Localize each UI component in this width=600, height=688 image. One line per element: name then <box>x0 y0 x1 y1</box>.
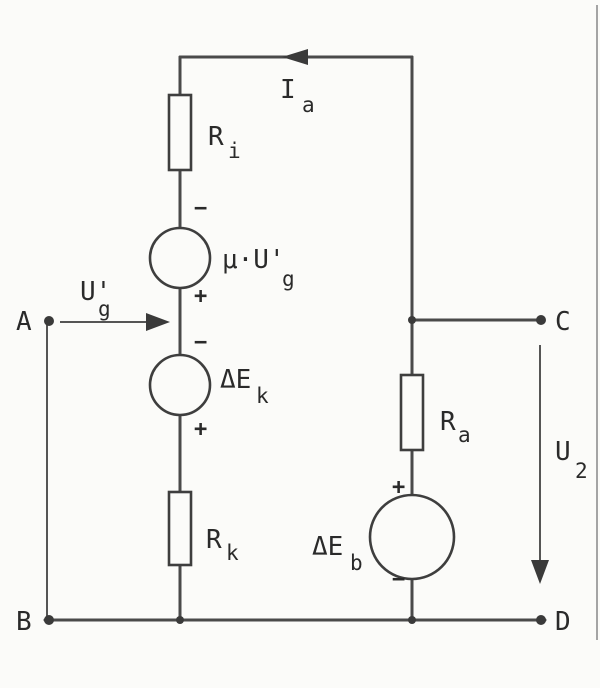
terminal-d-marker <box>536 615 546 625</box>
terminal-c-marker <box>536 315 546 325</box>
terminal-a-label: A <box>16 307 32 337</box>
voltage-source-eb <box>368 493 456 581</box>
terminal-c-label: C <box>555 307 571 337</box>
ug-label: U' <box>80 277 111 307</box>
u2-subscript: 2 <box>575 459 588 483</box>
terminal-b-marker <box>44 615 54 625</box>
ri-label: R <box>208 122 224 152</box>
source-ek-subscript: k <box>256 384 269 408</box>
source-eb-label: ΔE <box>312 532 343 562</box>
polarity-ek-top: − <box>194 330 207 355</box>
source-mu-subscript: g <box>282 267 295 291</box>
ra-label: R <box>440 407 456 437</box>
voltage-source-mu <box>148 226 212 290</box>
source-ek-label: ΔE <box>220 365 251 395</box>
junction-node <box>408 316 416 324</box>
resistor-ri <box>167 93 193 172</box>
ri-subscript: i <box>228 139 241 163</box>
terminal-d-label: D <box>555 607 571 637</box>
source-eb-subscript: b <box>350 551 363 575</box>
rk-subscript: k <box>226 541 239 565</box>
polarity-eb-bottom: − <box>392 567 405 592</box>
junction-node <box>408 616 416 624</box>
terminal-a-marker <box>44 316 54 326</box>
ug-subscript: g <box>98 297 111 321</box>
polarity-eb-top: + <box>392 475 405 500</box>
ug-arrow-head-icon <box>146 313 170 331</box>
ia-label: I <box>280 75 296 105</box>
source-mu-label: μ·U' <box>222 245 285 275</box>
junction-node <box>176 616 184 624</box>
polarity-mu-bottom: + <box>194 284 207 309</box>
voltage-source-ek <box>148 353 212 417</box>
rk-label: R <box>206 525 222 555</box>
u2-label: U <box>555 437 571 467</box>
polarity-mu-top: − <box>194 196 207 221</box>
polarity-ek-bottom: + <box>194 417 207 442</box>
current-arrow-icon <box>282 49 308 65</box>
ra-subscript: a <box>458 423 471 447</box>
resistor-rk <box>167 490 193 567</box>
u2-arrow-head-icon <box>531 560 549 584</box>
resistor-ra <box>399 373 425 452</box>
terminal-b-label: B <box>16 607 32 637</box>
ia-subscript: a <box>302 93 315 117</box>
